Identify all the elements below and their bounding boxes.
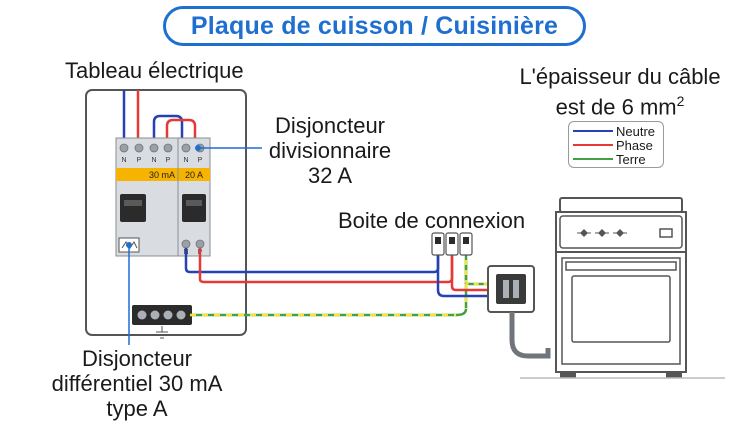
label-disj-divisionnaire: Disjoncteur divisionnaire 32 A [255,113,405,188]
cable-line-2: est de 6 mm2 [500,89,740,119]
earth-symbol-icon [156,326,168,339]
legend-phase: Phase [573,137,653,153]
label-cable-thickness: L'épaisseur du câble est de 6 mm2 [500,64,740,119]
term-n-2: N [151,157,156,164]
legend-neutre-label: Neutre [616,123,656,139]
top-terminal-letters: N P N P N P [121,157,202,164]
differential-rating: 30 mA [149,170,175,180]
disj-div-line-3: 32 A [307,163,353,188]
breaker-band [116,168,210,181]
label-boite: Boite de connexion [338,208,526,233]
cable-size-sup: 2 [676,93,685,109]
legend-neutre-swatch [573,130,613,132]
cable-size-text: est de 6 mm [555,94,677,120]
disj-div-line-1: Disjoncteur [274,113,386,138]
top-terminals [119,143,205,153]
disj-diff-line-2: différentiel 30 mA [51,371,223,396]
wire-legend: Neutre Phase Terre [568,121,664,168]
bridge-phase-wire [165,118,197,142]
disj-div-line-2: divisionnaire [268,138,392,163]
diagram-title: Plaque de cuisson / Cuisinière [190,11,559,40]
term-n-1: N [121,157,126,164]
cable-line-1: L'épaisseur du câble [519,64,721,89]
term-n-3: N [183,157,188,164]
differential-toggle [120,194,146,222]
divisional-rating: 20 A [185,170,203,180]
legend-terre: Terre [573,151,646,167]
earth-bar [132,305,192,325]
legend-terre-swatch [573,158,613,160]
label-disj-differentiel: Disjoncteur différentiel 30 mA type A [22,346,252,421]
stove-icon [520,197,725,379]
term-p-2: P [166,157,171,164]
bottom-terminals [181,239,205,249]
disj-diff-line-3: type A [106,396,168,421]
legend-neutre: Neutre [573,123,656,139]
label-tableau: Tableau électrique [65,58,244,83]
terminal-connectors [431,232,473,256]
term-p-1: P [137,157,142,164]
divisional-toggle [182,194,206,222]
stove-cable [509,312,551,359]
title-pill: Plaque de cuisson / Cuisinière [163,6,586,46]
disj-diff-line-1: Disjoncteur [81,346,193,371]
legend-terre-label: Terre [616,151,646,167]
legend-phase-swatch [573,144,613,146]
legend-phase-label: Phase [616,137,653,153]
term-p-3: P [198,157,203,164]
